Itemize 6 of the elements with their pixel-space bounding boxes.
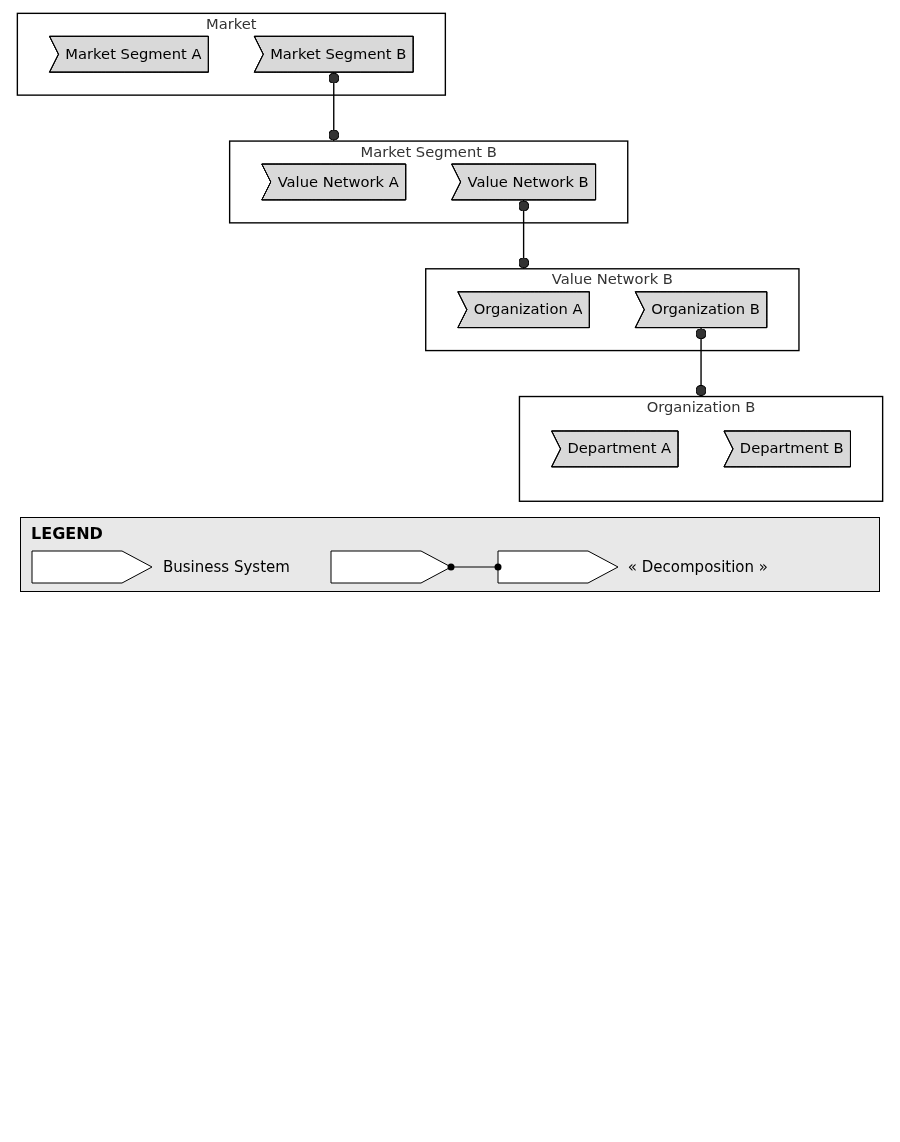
connector: [518, 199, 530, 270]
connector: [328, 71, 340, 142]
legend-title: LEGEND: [31, 523, 103, 543]
connector: [695, 326, 707, 398]
legend-text: « Decomposition »: [627, 557, 768, 576]
legend-text: Business System: [163, 557, 290, 576]
